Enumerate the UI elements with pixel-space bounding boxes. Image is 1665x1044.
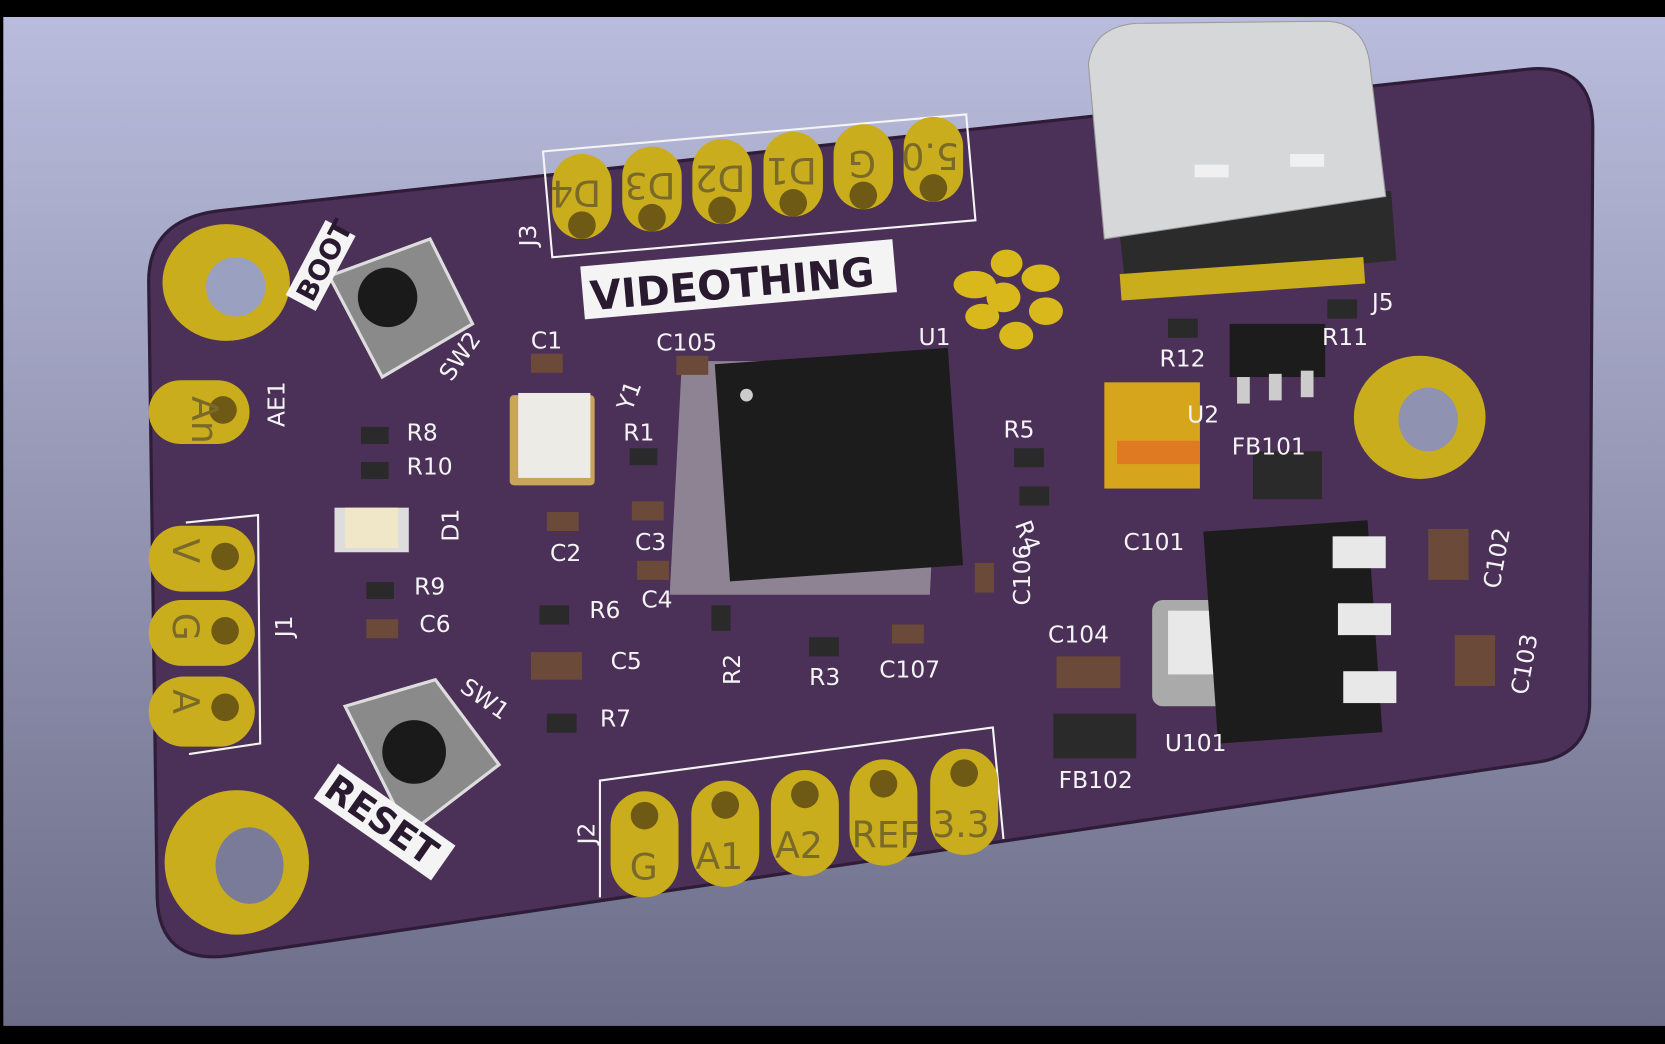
- frame-top: [0, 0, 1665, 17]
- button-sw1[interactable]: RESET SW1: [313, 672, 515, 881]
- ref-label: J5: [1370, 288, 1394, 316]
- svg-text:FB102: FB102: [1059, 766, 1133, 794]
- svg-text:FB101: FB101: [1232, 433, 1306, 461]
- capacitor-c101: [1104, 382, 1200, 489]
- svg-text:A2: A2: [775, 824, 823, 867]
- ref-label: AE1: [263, 381, 291, 427]
- svg-text:An: An: [183, 396, 226, 444]
- antenna-ae1: An AE1: [148, 380, 291, 444]
- frame-bottom: [0, 1025, 1665, 1044]
- svg-text:C104: C104: [1048, 621, 1109, 649]
- ref-label: J3: [514, 225, 542, 249]
- svg-text:A1: A1: [696, 835, 744, 878]
- led-d1: [334, 507, 409, 553]
- svg-text:R9: R9: [414, 573, 445, 601]
- svg-text:C6: C6: [419, 610, 450, 638]
- svg-text:R8: R8: [407, 419, 438, 447]
- pin-label: D4: [550, 172, 601, 215]
- crystal-y1: [509, 392, 595, 486]
- svg-text:C101: C101: [1123, 528, 1184, 556]
- usb-c-connector: [1087, 20, 1397, 301]
- svg-text:U1: U1: [919, 323, 951, 351]
- header-j1: V G A J1: [148, 513, 298, 756]
- mounting-hole: [162, 224, 290, 341]
- svg-text:R10: R10: [407, 453, 453, 481]
- svg-text:R11: R11: [1322, 323, 1368, 351]
- ref-label: J2: [573, 823, 601, 847]
- chip-u2: [1229, 323, 1326, 404]
- pin-label: D2: [695, 157, 746, 200]
- svg-text:R2: R2: [718, 654, 746, 685]
- silkscreen-labels: C1 C105 U1 Y1 R1 R5 R4 R8 R10 D1 C2 C3 C…: [407, 323, 1544, 794]
- svg-text:REF: REF: [852, 814, 921, 857]
- svg-text:C4: C4: [641, 585, 672, 613]
- svg-text:D1: D1: [437, 509, 465, 542]
- svg-text:G: G: [630, 845, 658, 888]
- button-sw2[interactable]: BOOT SW2: [285, 214, 487, 386]
- header-j3: J3 D4 D3 D2 D1 G 5.0: [514, 113, 977, 259]
- svg-text:C1: C1: [531, 326, 562, 354]
- svg-text:U101: U101: [1165, 729, 1227, 757]
- svg-text:C3: C3: [635, 528, 666, 556]
- svg-text:C2: C2: [550, 539, 581, 567]
- svg-text:A: A: [164, 689, 207, 714]
- pin-label: G: [848, 142, 876, 185]
- smd-passives: [361, 299, 1496, 759]
- svg-text:R12: R12: [1160, 344, 1206, 372]
- svg-text:V: V: [164, 538, 207, 563]
- mounting-hole: [164, 790, 310, 935]
- frame-left: [0, 0, 4, 1044]
- svg-text:U2: U2: [1187, 401, 1219, 429]
- svg-text:C5: C5: [611, 647, 642, 675]
- chip-u1: [669, 347, 964, 595]
- svg-text:G: G: [164, 613, 207, 641]
- pin-label: 5.0: [901, 134, 958, 177]
- svg-text:R6: R6: [589, 596, 620, 624]
- regulator-u101: [1152, 520, 1397, 744]
- ref-label: J1: [270, 615, 298, 639]
- svg-text:3.3: 3.3: [932, 803, 989, 846]
- logo-flower: [953, 249, 1063, 350]
- mounting-hole: [1353, 355, 1486, 479]
- svg-text:C107: C107: [879, 656, 940, 684]
- svg-text:R3: R3: [809, 663, 840, 691]
- svg-text:R7: R7: [600, 704, 631, 732]
- svg-text:R1: R1: [623, 419, 654, 447]
- svg-text:R5: R5: [1003, 416, 1034, 444]
- svg-text:C105: C105: [656, 328, 717, 356]
- header-j2: J2 G A1 A2 REF 3.3: [573, 726, 1005, 898]
- svg-text:C106: C106: [1008, 544, 1036, 605]
- pin-label: D1: [766, 149, 817, 192]
- pin-label: D3: [625, 164, 676, 207]
